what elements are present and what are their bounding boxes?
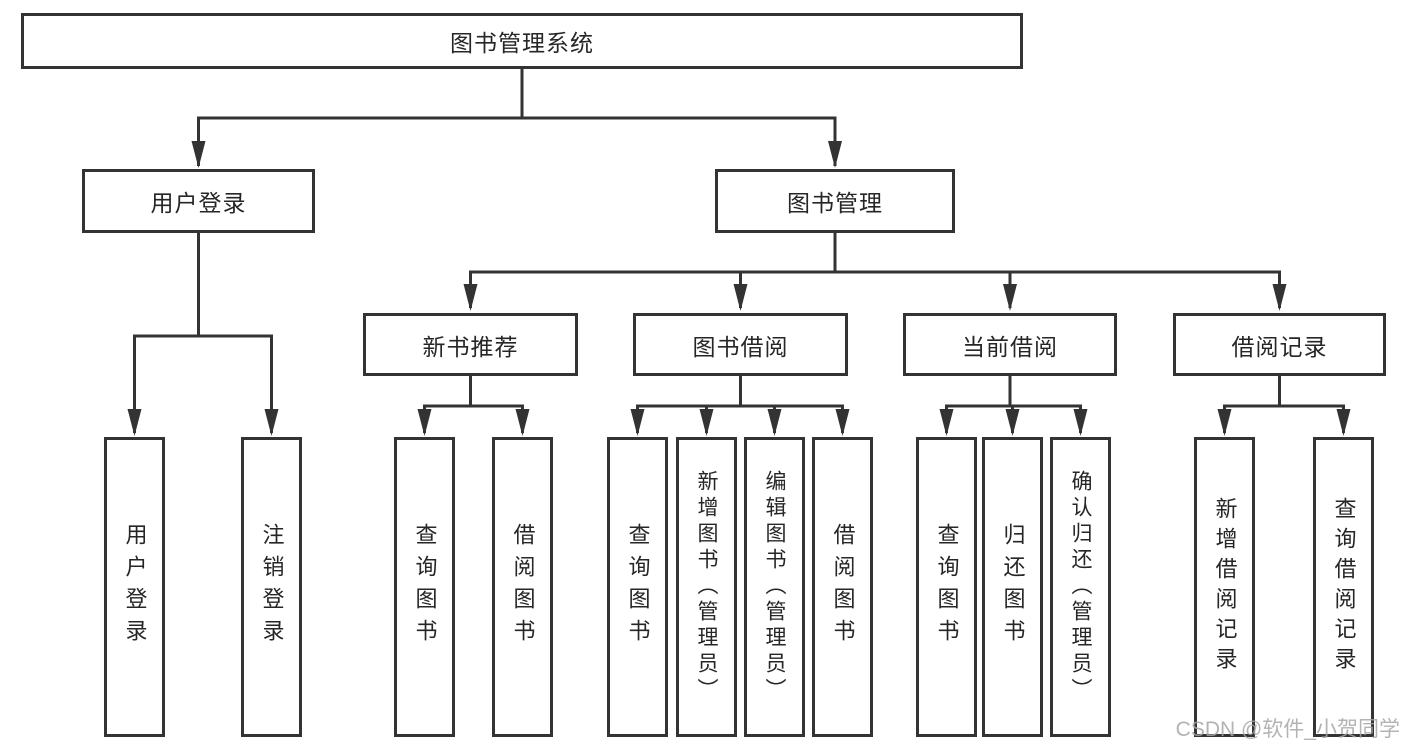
leaf-borrow-books-1-label: 借阅图书 [510, 523, 536, 651]
leaf-query-books-2-label: 查询图书 [625, 523, 651, 651]
node-book-borrowing: 图书借阅 [633, 313, 848, 376]
arrowheads [127, 141, 1351, 436]
leaf-query-books-1-label: 查询图书 [412, 523, 438, 651]
leaf-borrow-books-1: 借阅图书 [492, 437, 553, 737]
leaf-user-login: 用户登录 [104, 437, 165, 737]
leaf-add-borrow-record-label: 新增借阅记录 [1212, 497, 1238, 677]
leaf-edit-book-admin-label: 编辑图书（管理员） [763, 470, 786, 704]
leaf-query-books-3-label: 查询图书 [934, 523, 960, 651]
leaf-edit-book-admin: 编辑图书（管理员） [744, 437, 805, 737]
leaf-confirm-return-admin: 确认归还（管理员） [1050, 437, 1111, 737]
node-borrowing-records: 借阅记录 [1173, 313, 1386, 376]
leaf-return-books-label: 归还图书 [1000, 523, 1026, 651]
leaf-return-books: 归还图书 [982, 437, 1043, 737]
leaf-user-login-label: 用户登录 [122, 523, 148, 651]
node-current-borrowing: 当前借阅 [903, 313, 1117, 376]
leaf-add-book-admin-label: 新增图书（管理员） [695, 470, 718, 704]
leaf-add-book-admin: 新增图书（管理员） [676, 437, 737, 737]
leaf-query-borrow-record-label: 查询借阅记录 [1331, 497, 1357, 677]
watermark: CSDN @软件_小贺同学 [1175, 718, 1400, 741]
node-current-borrowing-label: 当前借阅 [962, 333, 1058, 360]
node-borrowing-records-label: 借阅记录 [1231, 333, 1328, 360]
connector-path [133, 69, 1345, 433]
node-new-book-recommend-label: 新书推荐 [422, 333, 519, 360]
node-book-management: 图书管理 [715, 169, 955, 233]
leaf-add-borrow-record: 新增借阅记录 [1194, 437, 1255, 737]
node-root: 图书管理系统 [21, 13, 1023, 69]
leaf-borrow-books-2-label: 借阅图书 [830, 523, 856, 651]
leaf-confirm-return-admin-label: 确认归还（管理员） [1069, 470, 1092, 704]
leaf-logout-label: 注销登录 [259, 523, 285, 651]
node-book-borrowing-label: 图书借阅 [692, 333, 789, 360]
node-user-login: 用户登录 [82, 169, 315, 233]
leaf-query-books-3: 查询图书 [916, 437, 977, 737]
node-book-management-label: 图书管理 [787, 190, 883, 216]
leaf-logout: 注销登录 [241, 437, 302, 737]
node-new-book-recommend: 新书推荐 [363, 313, 578, 376]
node-user-login-label: 用户登录 [150, 190, 247, 216]
leaf-query-books-1: 查询图书 [394, 437, 455, 737]
node-root-label: 图书管理系统 [450, 30, 594, 56]
leaf-query-books-2: 查询图书 [607, 437, 668, 737]
leaf-borrow-books-2: 借阅图书 [812, 437, 873, 737]
leaf-query-borrow-record: 查询借阅记录 [1313, 437, 1374, 737]
